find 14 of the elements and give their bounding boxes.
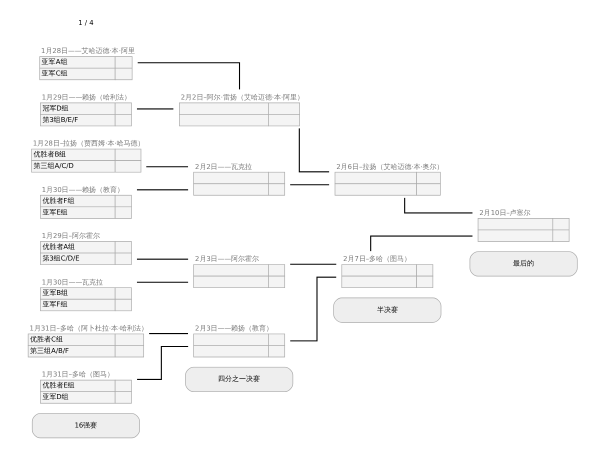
connector [137, 346, 188, 380]
connector [136, 108, 174, 110]
connector [290, 184, 330, 186]
connector [136, 258, 188, 260]
connector [136, 189, 188, 190]
connector [138, 62, 240, 90]
connector [298, 128, 330, 172]
connector [404, 198, 472, 214]
connector [146, 166, 188, 168]
connector [290, 276, 336, 342]
connector [290, 264, 336, 265]
connector [149, 333, 188, 334]
connector [370, 236, 472, 252]
connector [136, 282, 188, 283]
